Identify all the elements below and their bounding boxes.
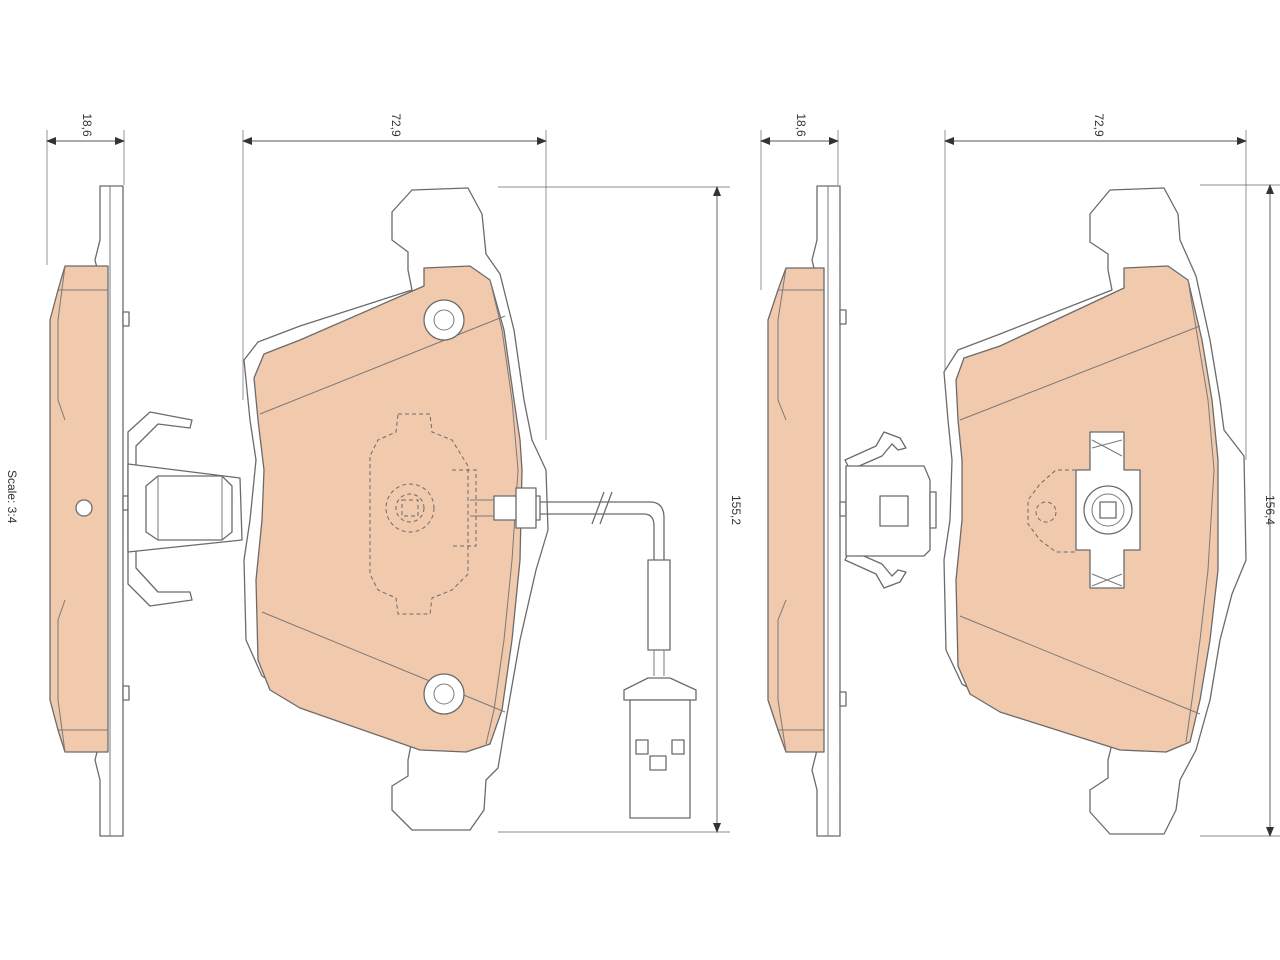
left-pad-width-label: 72,9 (389, 113, 403, 137)
right-pad-thickness-label: 18,6 (794, 113, 808, 137)
left-pad-front-view: 72,9 155,2 (242, 113, 743, 833)
right-pad-width-label: 72,9 (1092, 113, 1106, 137)
right-pad-side-view: 18,6 (760, 113, 937, 837)
scale-label: Scale: 3:4 (5, 470, 19, 524)
right-pad-height-label: 156,4 (1263, 495, 1277, 525)
left-pad-side-view: 18,6 (46, 113, 243, 837)
left-pad-height-label: 155,2 (729, 495, 743, 525)
left-pad-thickness-label: 18,6 (80, 113, 94, 137)
right-pad-front-view: 72,9 156,4 (943, 113, 1280, 837)
